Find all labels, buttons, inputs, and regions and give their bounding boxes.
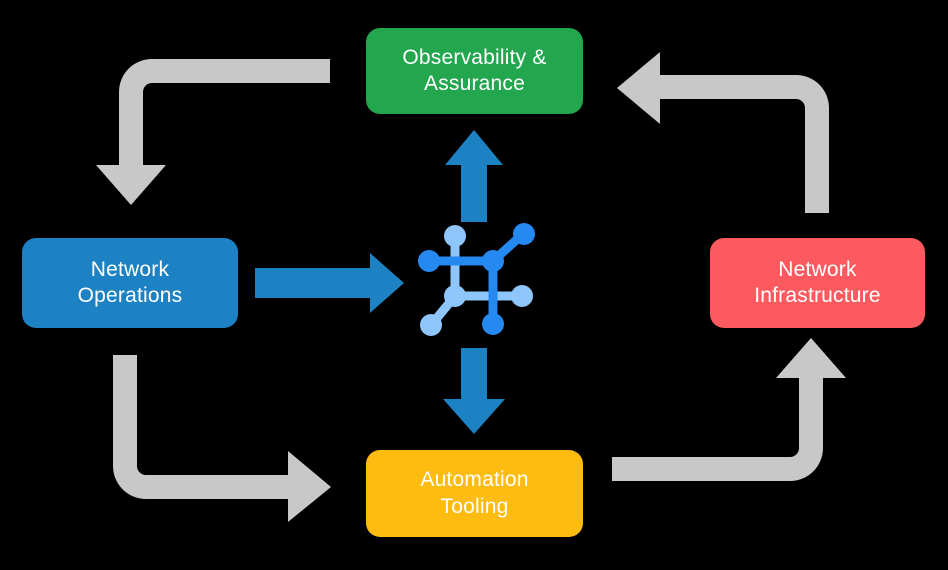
node-box-automation[interactable]: Automation Tooling xyxy=(366,450,583,537)
arrow-infrastructure-to-observability xyxy=(617,52,829,213)
arrow-operations-to-center xyxy=(255,253,404,313)
node-box-infrastructure[interactable]: Network Infrastructure xyxy=(710,238,925,328)
network-nodes-dark xyxy=(418,223,535,335)
network-nodes-light xyxy=(420,225,533,336)
node-box-observability[interactable]: Observability & Assurance xyxy=(366,28,583,114)
node-label-operations: Network Operations xyxy=(77,257,183,307)
arrow-operations-to-automation xyxy=(113,355,331,522)
node-label-observability: Observability & Assurance xyxy=(402,45,547,95)
network-topology-icon xyxy=(418,223,535,336)
arrow-center-to-observability xyxy=(445,130,503,222)
arrow-center-to-automation xyxy=(443,348,505,434)
arrow-observability-to-operations xyxy=(96,59,330,205)
node-label-automation: Automation Tooling xyxy=(420,468,529,518)
arrow-automation-to-infrastructure xyxy=(612,338,846,481)
node-label-infrastructure: Network Infrastructure xyxy=(754,257,881,307)
node-box-operations[interactable]: Network Operations xyxy=(22,238,238,328)
